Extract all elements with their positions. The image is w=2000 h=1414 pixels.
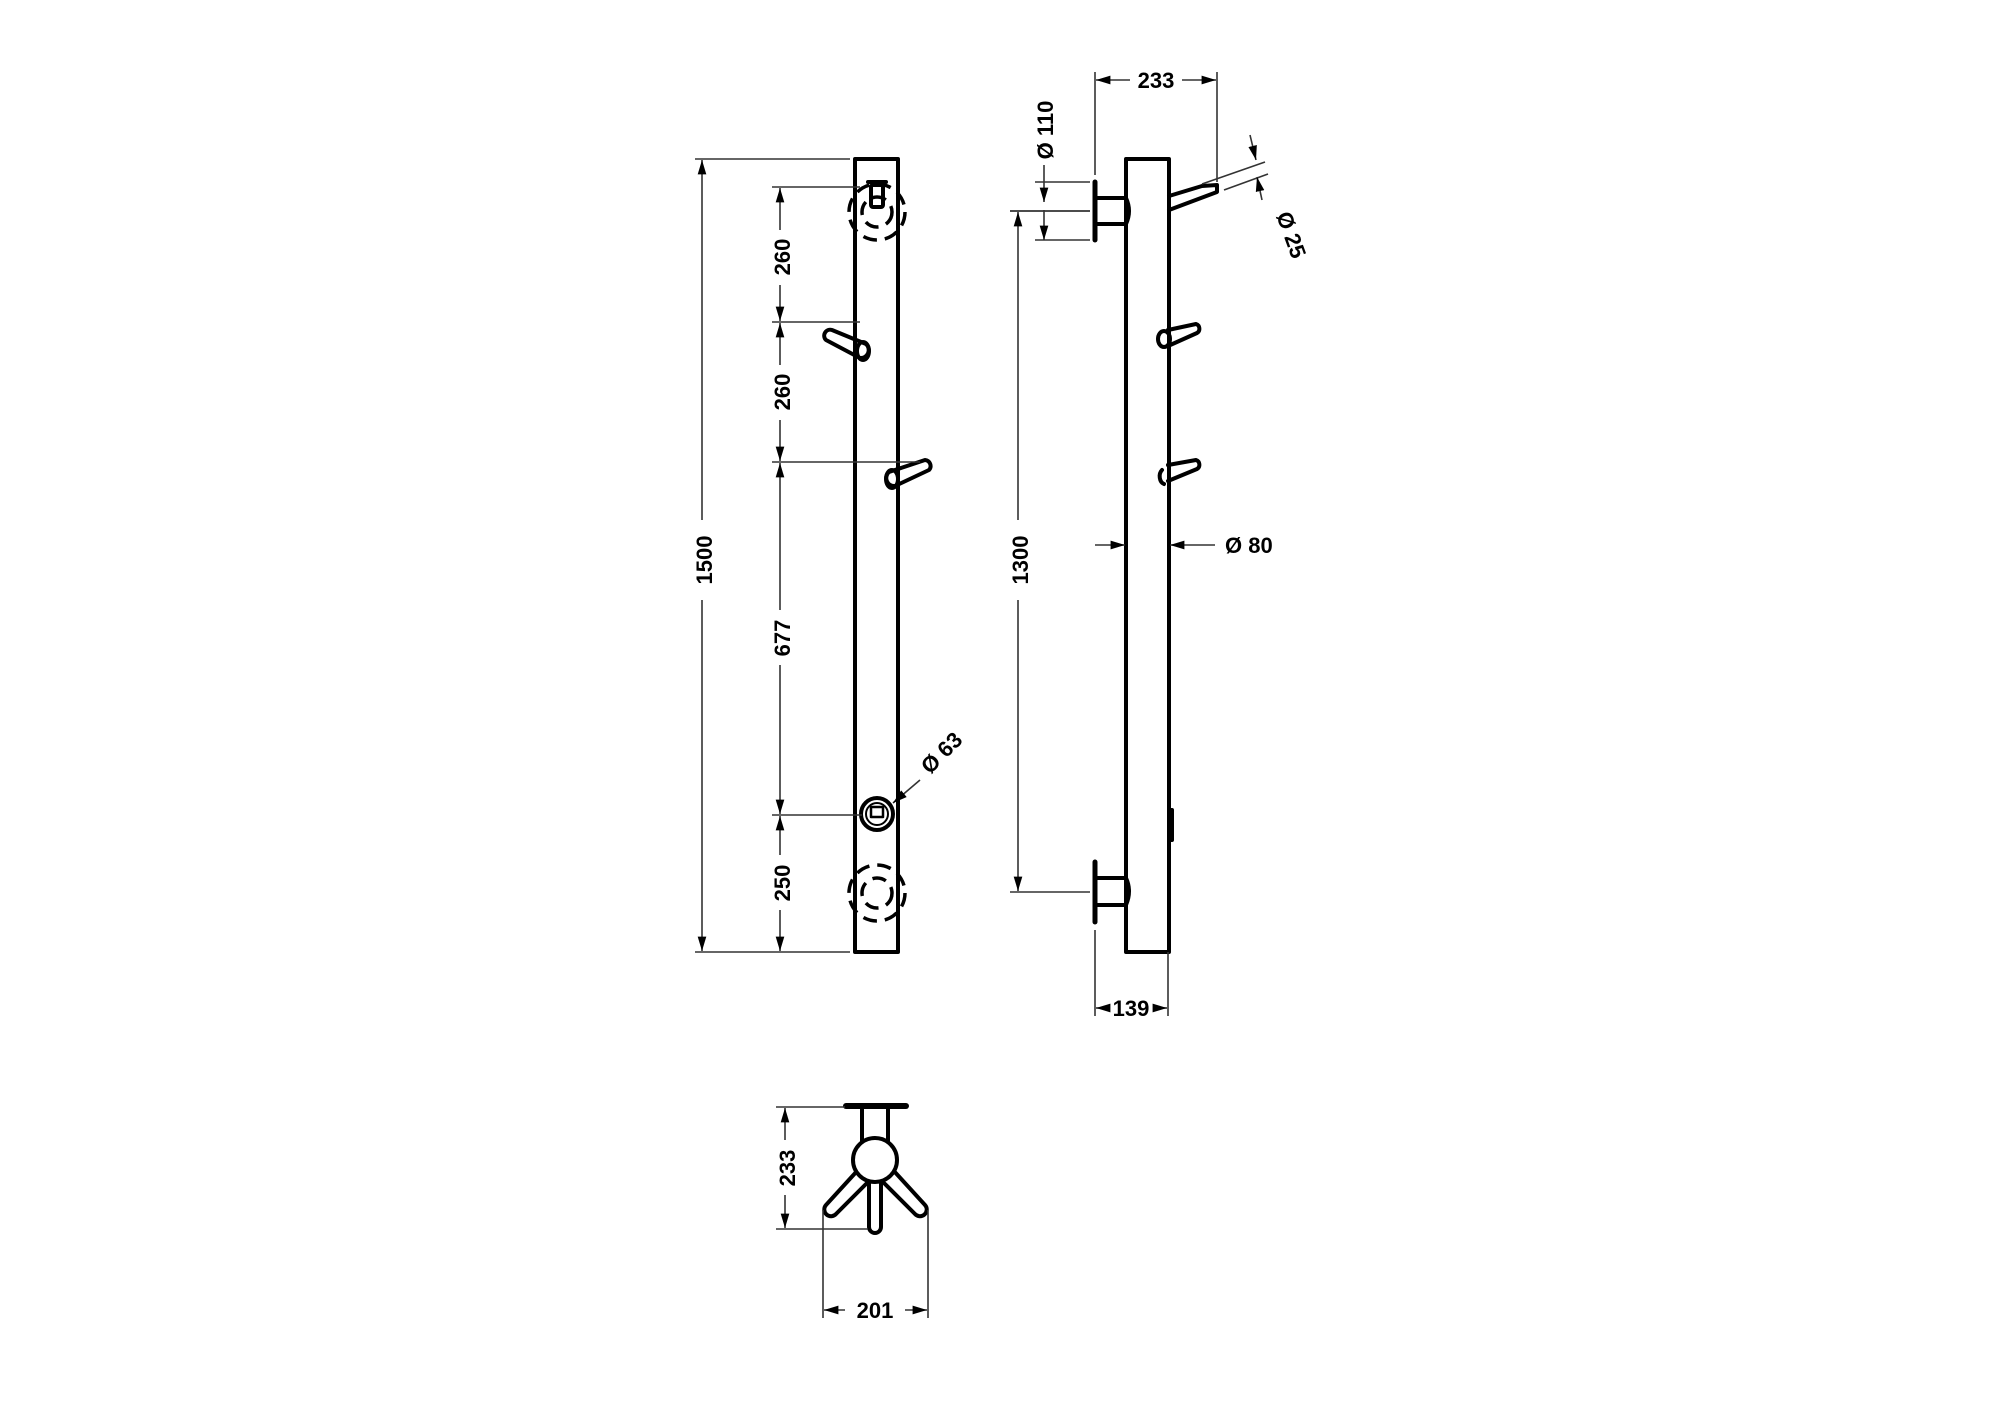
outlet-63 xyxy=(859,796,895,832)
dim-label-260-b: 260 xyxy=(770,374,795,411)
dim-label-1300: 1300 xyxy=(1008,536,1033,585)
column-side xyxy=(1124,157,1171,954)
dim-chain: 260 260 677 250 xyxy=(770,186,920,951)
dim-233-side: 233 xyxy=(1094,68,1218,182)
dim-label-63: Ø 63 xyxy=(916,727,967,778)
hook-low-side xyxy=(1157,458,1202,486)
dim-25: Ø 25 xyxy=(1201,134,1311,262)
bottom-wall-flange xyxy=(1092,859,1131,925)
hook-top-side xyxy=(1167,183,1219,212)
dim-outlet-63: Ø 63 xyxy=(892,727,967,804)
hook-mid-side xyxy=(1156,322,1202,349)
hook-2 xyxy=(884,458,933,490)
front-view: 1500 260 260 677 250 Ø 63 xyxy=(692,157,967,954)
dim-label-233-side: 233 xyxy=(1138,68,1175,93)
dim-label-250: 250 xyxy=(770,865,795,902)
dim-201: 201 xyxy=(822,1210,929,1323)
dim-label-80: Ø 80 xyxy=(1225,533,1273,558)
arm-left xyxy=(822,1168,870,1219)
column-front xyxy=(853,157,900,954)
dim-label-677: 677 xyxy=(770,620,795,657)
dim-139: 139 xyxy=(1094,930,1169,1021)
dim-label-139: 139 xyxy=(1113,996,1150,1021)
side-view: 233 Ø 110 Ø 25 1300 xyxy=(1008,68,1311,1021)
dim-110: Ø 110 xyxy=(1010,101,1090,241)
dim-80: Ø 80 xyxy=(1095,533,1273,558)
dim-233-top: 233 xyxy=(775,1106,868,1230)
dim-label-201: 201 xyxy=(857,1298,894,1323)
dim-label-25: Ø 25 xyxy=(1271,208,1311,261)
top-bracket xyxy=(847,180,907,242)
top-view: 233 201 xyxy=(775,1103,929,1323)
dim-1300: 1300 xyxy=(1008,210,1090,893)
dim-1500: 1500 xyxy=(692,158,850,953)
top-wall-flange xyxy=(1092,179,1131,243)
dim-label-233-top: 233 xyxy=(775,1150,800,1187)
column-top xyxy=(851,1136,899,1184)
hook-1 xyxy=(822,327,871,362)
outlet-side xyxy=(1167,808,1174,842)
dim-label-260-a: 260 xyxy=(770,239,795,276)
dim-label-1500: 1500 xyxy=(692,536,717,585)
dim-label-110: Ø 110 xyxy=(1033,101,1058,160)
arm-center xyxy=(867,1178,883,1235)
bottom-bracket xyxy=(847,863,907,923)
arm-right xyxy=(881,1168,929,1219)
